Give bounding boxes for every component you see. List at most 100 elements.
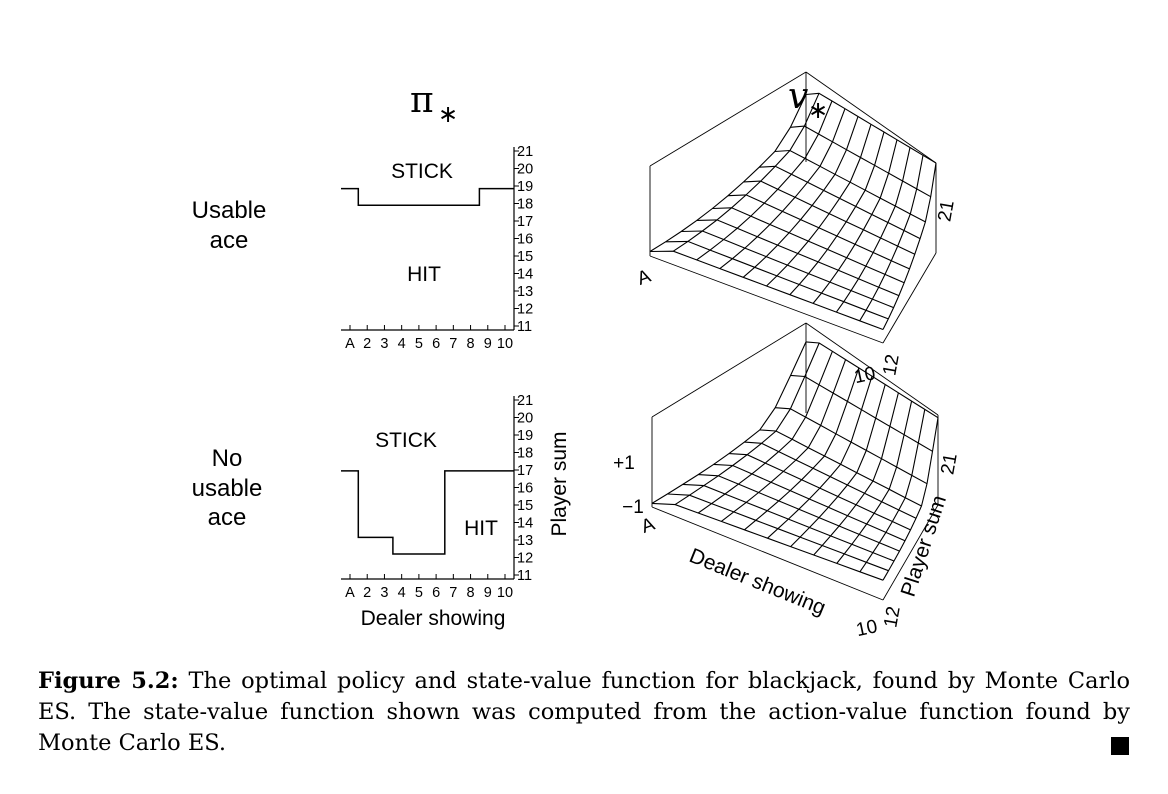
row-label-line: No bbox=[212, 445, 243, 472]
dealer-showing-axis-title: Dealer showing bbox=[361, 607, 506, 630]
box-edge bbox=[882, 252, 937, 344]
x-tick-label: 8 bbox=[467, 585, 475, 601]
x-tick-label: 10 bbox=[497, 585, 513, 601]
mesh-line bbox=[774, 149, 926, 223]
hit-label: HIT bbox=[464, 517, 498, 540]
x-tick-label: 6 bbox=[432, 336, 440, 352]
v-symbol: v bbox=[788, 76, 808, 117]
mesh-line bbox=[882, 162, 937, 330]
y-tick-label: 12 bbox=[517, 302, 533, 318]
mesh-line bbox=[744, 367, 860, 531]
x-tick-label: 6 bbox=[432, 585, 440, 601]
surface-mesh bbox=[651, 322, 939, 601]
mesh-line bbox=[727, 194, 910, 270]
mesh-line bbox=[789, 131, 885, 296]
mesh-line bbox=[712, 207, 905, 284]
hit-label: HIT bbox=[407, 263, 441, 286]
y-tick-label: 18 bbox=[517, 197, 533, 213]
mesh-line bbox=[681, 230, 894, 309]
box-edge bbox=[649, 71, 807, 167]
y-tick-label: 21 bbox=[517, 144, 533, 160]
y-tick-label: 18 bbox=[517, 446, 533, 462]
mesh-line bbox=[728, 453, 911, 531]
box-edge bbox=[882, 504, 939, 601]
figure-caption: Figure 5.2: The optimal policy and state… bbox=[38, 666, 1130, 759]
row-label-line: ace bbox=[210, 227, 249, 254]
y-tick-label: 14 bbox=[517, 516, 533, 532]
value-surface-usable-ace: A 10 12 21 bbox=[635, 71, 959, 388]
mesh-line bbox=[790, 384, 886, 547]
x-tick-label: 2 bbox=[363, 336, 371, 352]
mesh-line bbox=[665, 240, 889, 320]
y-tick-label: 21 bbox=[517, 393, 533, 409]
corner-label-21: 21 bbox=[934, 199, 958, 223]
y-tick-label: 11 bbox=[517, 568, 532, 584]
mesh-line bbox=[805, 92, 937, 164]
row-label-line: Usable bbox=[192, 197, 267, 224]
z-min-label: −1 bbox=[622, 497, 644, 518]
mesh-line bbox=[790, 374, 933, 452]
stick-label: STICK bbox=[391, 160, 453, 183]
caption-label: Figure 5.2: bbox=[38, 668, 179, 694]
y-tick-label: 13 bbox=[517, 284, 533, 300]
mesh-line bbox=[790, 125, 931, 198]
mesh-line bbox=[767, 376, 873, 539]
mesh-line bbox=[719, 108, 846, 270]
end-of-proof-square-icon bbox=[1111, 737, 1129, 755]
y-tick-label: 19 bbox=[517, 428, 533, 444]
mesh-line bbox=[744, 441, 917, 519]
x-tick-label: A bbox=[345, 336, 355, 352]
mesh-line bbox=[859, 409, 926, 573]
value-surface-no-usable-ace: +1 −1 A 10 12 21 Dealer showing Player s… bbox=[613, 322, 962, 641]
y-tick-label: 11 bbox=[517, 319, 532, 335]
corner-label-A: A bbox=[635, 266, 654, 290]
y-tick-label: 20 bbox=[517, 411, 533, 427]
v-star: ∗ bbox=[808, 96, 828, 124]
y-tick-label: 15 bbox=[517, 249, 533, 265]
decision-boundary bbox=[341, 470, 514, 555]
stick-label: STICK bbox=[375, 429, 437, 452]
x-tick-label: 7 bbox=[449, 336, 457, 352]
x-tick-label: 8 bbox=[467, 336, 475, 352]
row-label-usable-ace: Usable ace bbox=[192, 197, 267, 254]
x-tick-label: 3 bbox=[380, 336, 388, 352]
y-tick-label: 20 bbox=[517, 162, 533, 178]
dealer-showing-axis-title-3d: Dealer showing bbox=[686, 544, 829, 620]
mesh-line bbox=[697, 351, 833, 514]
x-tick-label: 4 bbox=[398, 585, 406, 601]
corner-label-21: 21 bbox=[937, 452, 961, 476]
y-tick-label: 12 bbox=[517, 551, 533, 567]
x-tick-label: A bbox=[345, 585, 355, 601]
x-tick-label: 3 bbox=[380, 585, 388, 601]
row-label-line: ace bbox=[208, 504, 247, 531]
corner-label-A: A bbox=[639, 514, 658, 538]
mesh-line bbox=[813, 392, 899, 556]
mesh-line bbox=[743, 180, 916, 255]
box-edge bbox=[651, 322, 807, 418]
caption-text: The optimal policy and state-value funct… bbox=[38, 668, 1130, 756]
v-star-symbol: v ∗ bbox=[788, 76, 828, 124]
mesh-line bbox=[859, 155, 924, 322]
mesh-line bbox=[759, 429, 922, 507]
corner-label-10: 10 bbox=[854, 616, 879, 641]
box-edge bbox=[805, 71, 937, 164]
z-max-label: +1 bbox=[613, 453, 635, 474]
y-tick-label: 17 bbox=[517, 463, 533, 479]
y-tick-label: 17 bbox=[517, 214, 533, 230]
box-edge bbox=[805, 322, 939, 416]
x-tick-label: 5 bbox=[415, 585, 423, 601]
mesh-line bbox=[836, 400, 913, 564]
x-tick-label: 4 bbox=[398, 336, 406, 352]
row-label-no-usable-ace: No usable ace bbox=[192, 445, 263, 531]
y-tick-label: 16 bbox=[517, 232, 533, 248]
mesh-line bbox=[805, 341, 939, 419]
player-sum-axis-title-3d: Player sum bbox=[897, 492, 951, 599]
y-tick-label: 13 bbox=[517, 533, 533, 549]
pi-star-symbol: π ∗ bbox=[410, 80, 458, 128]
box-edge bbox=[651, 506, 884, 601]
mesh-line bbox=[775, 407, 928, 485]
x-tick-label: 5 bbox=[415, 336, 423, 352]
